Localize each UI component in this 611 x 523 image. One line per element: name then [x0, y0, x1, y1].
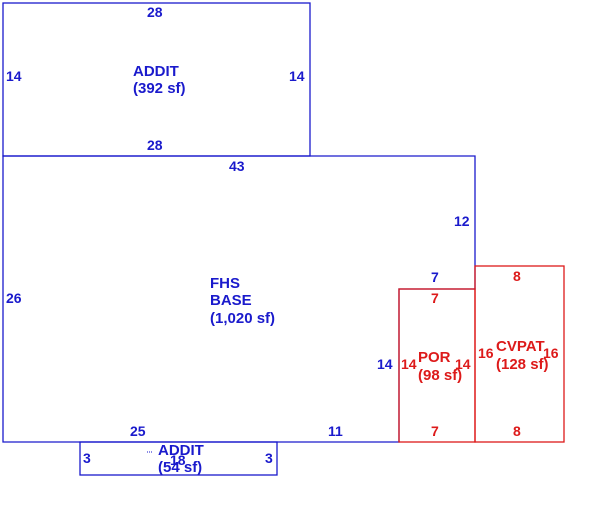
dim-base-bottom-right: 11 [328, 423, 343, 439]
dim-addit-small-right: 3 [265, 450, 273, 466]
dim-base-left: 26 [6, 290, 22, 306]
dim-por-top: 7 [431, 290, 439, 306]
addit-top-name: ADDIT [133, 63, 179, 80]
addit-small-area: (54 sf) [158, 459, 203, 476]
dim-base-step-side: 14 [377, 356, 393, 372]
dim-cvpat-top: 8 [513, 268, 521, 284]
dim-addit-small-top: 18 [170, 452, 186, 468]
dim-por-bottom: 7 [431, 423, 439, 439]
dim-base-top: 43 [229, 158, 245, 174]
addit-small-name: ADDIT [158, 442, 204, 459]
dim-cvpat-bottom: 8 [513, 423, 521, 439]
dim-addit-top-bottom: 28 [147, 137, 163, 153]
dim-por-right: 14 [455, 356, 471, 372]
dim-cvpat-right: 16 [543, 345, 559, 361]
dim-base-bottom-left: 25 [130, 423, 146, 439]
base-area: (1,020 sf) [210, 310, 276, 327]
cvpat-outline [474, 265, 565, 443]
addit-small-outline [79, 441, 278, 476]
dim-addit-small-left: 3 [83, 450, 91, 466]
dim-addit-top-right: 14 [289, 68, 305, 84]
cvpat-name: CVPAT [496, 338, 545, 355]
dim-base-right: 12 [454, 213, 470, 229]
por-area: (98 sf) [418, 367, 463, 384]
dim-cvpat-left: 16 [478, 345, 494, 361]
dim-por-left: 14 [401, 356, 417, 372]
cvpat-area: (128 sf) [496, 356, 549, 373]
base-name-line1: FHS [210, 275, 240, 292]
dim-addit-top-left: 14 [6, 68, 22, 84]
dim-base-step-top: 7 [431, 269, 439, 285]
addit-top-area: (392 sf) [133, 80, 186, 97]
base-name-line2: BASE [210, 292, 252, 309]
dim-addit-top-top: 28 [147, 4, 163, 20]
por-name: POR [418, 349, 451, 366]
